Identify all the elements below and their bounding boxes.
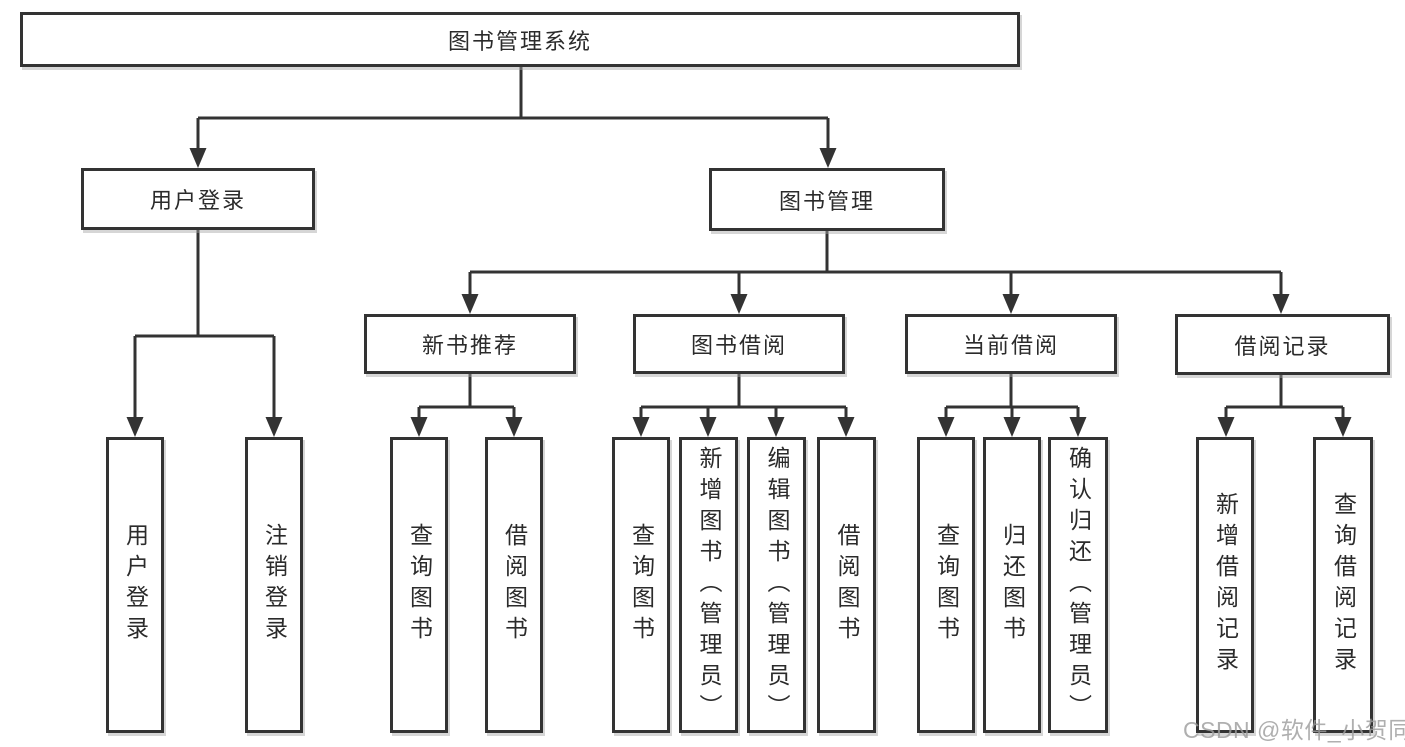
leaf-add-borrow-record-label: 新增借阅记录 bbox=[1212, 492, 1239, 678]
leaf-user-login: 用户登录 bbox=[106, 437, 164, 733]
leaf-current-query-book: 查询图书 bbox=[917, 437, 975, 733]
node-current-borrow: 当前借阅 bbox=[905, 314, 1117, 374]
leaf-user-login-label: 用户登录 bbox=[122, 523, 149, 647]
leaf-recommend-borrow-book: 借阅图书 bbox=[485, 437, 543, 733]
leaf-return-book-label: 归还图书 bbox=[999, 523, 1026, 647]
leaf-recommend-borrow-book-label: 借阅图书 bbox=[501, 523, 528, 647]
csdn-watermark: CSDN @软件_小贺同学 bbox=[1183, 717, 1405, 743]
leaf-borrow-book-label: 借阅图书 bbox=[834, 523, 860, 647]
node-new-book-recommend-label: 新书推荐 bbox=[421, 333, 518, 358]
leaf-add-book-admin: 新增图书（管理员） bbox=[679, 437, 738, 733]
leaf-edit-book-admin-label: 编辑图书（管理员） bbox=[764, 445, 790, 725]
leaf-borrow-book: 借阅图书 bbox=[817, 437, 876, 733]
leaf-add-borrow-record: 新增借阅记录 bbox=[1196, 437, 1254, 733]
leaf-return-book: 归还图书 bbox=[983, 437, 1041, 733]
leaf-query-borrow-record: 查询借阅记录 bbox=[1313, 437, 1373, 733]
node-new-book-recommend: 新书推荐 bbox=[364, 314, 576, 374]
node-book-management-label: 图书管理 bbox=[778, 188, 875, 214]
node-current-borrow-label: 当前借阅 bbox=[962, 333, 1059, 358]
leaf-current-query-book-label: 查询图书 bbox=[933, 523, 960, 647]
node-borrow-record: 借阅记录 bbox=[1175, 314, 1390, 375]
leaf-edit-book-admin: 编辑图书（管理员） bbox=[747, 437, 806, 733]
leaf-query-borrow-record-label: 查询借阅记录 bbox=[1330, 492, 1357, 678]
leaf-recommend-query-book-label: 查询图书 bbox=[406, 523, 433, 647]
leaf-confirm-return-admin: 确认归还（管理员） bbox=[1048, 437, 1108, 733]
node-book-management: 图书管理 bbox=[709, 168, 945, 231]
leaf-logout: 注销登录 bbox=[245, 437, 303, 733]
node-book-borrow: 图书借阅 bbox=[633, 314, 845, 374]
node-book-borrow-label: 图书借阅 bbox=[690, 333, 787, 358]
leaf-recommend-query-book: 查询图书 bbox=[390, 437, 448, 733]
node-user-login: 用户登录 bbox=[81, 168, 315, 230]
node-root-label: 图书管理系统 bbox=[447, 28, 592, 54]
node-borrow-record-label: 借阅记录 bbox=[1234, 333, 1331, 359]
leaf-confirm-return-admin-label: 确认归还（管理员） bbox=[1065, 445, 1092, 725]
node-user-login-label: 用户登录 bbox=[149, 188, 246, 213]
leaf-add-book-admin-label: 新增图书（管理员） bbox=[696, 445, 722, 725]
leaf-borrow-query-book-label: 查询图书 bbox=[628, 523, 655, 647]
leaf-borrow-query-book: 查询图书 bbox=[612, 437, 670, 733]
leaf-logout-label: 注销登录 bbox=[261, 523, 288, 647]
node-root: 图书管理系统 bbox=[20, 12, 1020, 67]
